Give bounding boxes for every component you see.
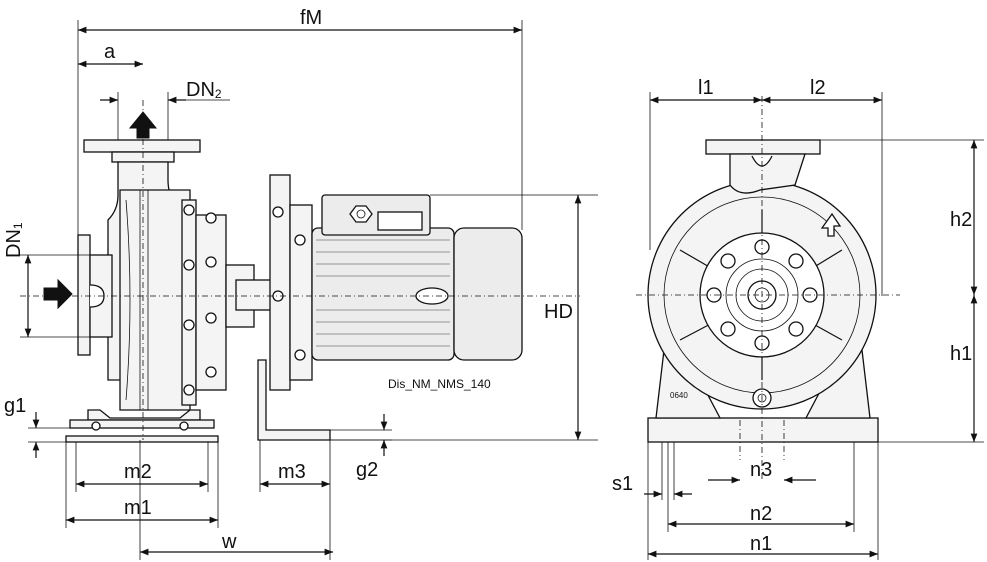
discharge-flow-arrow-icon [128,111,158,139]
motor-cooling-fins [316,239,450,347]
label-h2: h2 [950,209,972,231]
fan-cover [453,227,523,361]
label-m1: m1 [124,497,152,519]
label-l1: l1 [698,77,714,99]
suction-flow-arrow-icon [43,278,73,310]
rotation-arrow-icon [820,212,842,237]
pump-mark: 0640 [670,391,688,400]
side-view [20,100,580,443]
drawing-code: Dis_NM_NMS_140 [388,377,491,391]
label-a: a [104,41,116,63]
label-m2: m2 [124,461,152,483]
bracket-bolts [183,204,217,396]
label-DN1: DN1 [3,222,25,258]
label-s1: s1 [612,473,633,495]
label-n1: n1 [750,533,772,555]
label-n2: n2 [750,503,772,525]
label-l2: l2 [810,77,826,99]
label-g2: g2 [356,459,378,481]
label-g1: g1 [4,395,26,417]
label-fM: fM [300,7,322,29]
label-n3: n3 [750,459,772,481]
label-h1: h1 [950,343,972,365]
label-m3: m3 [278,461,306,483]
side-dimensions [20,20,598,560]
dimension-labels: fM a DN2 DN1 HD g1 g2 m2 m1 m3 w l1 l2 h… [3,7,972,555]
front-discharge-flange [705,139,821,155]
label-w: w [221,531,237,553]
label-DN2: DN2 [186,79,222,101]
front-view [636,96,900,480]
front-base-plate [647,417,879,443]
discharge-flange [83,139,201,153]
front-dimensions [644,92,984,560]
label-HD: HD [544,301,573,323]
pump-foot [87,409,201,421]
